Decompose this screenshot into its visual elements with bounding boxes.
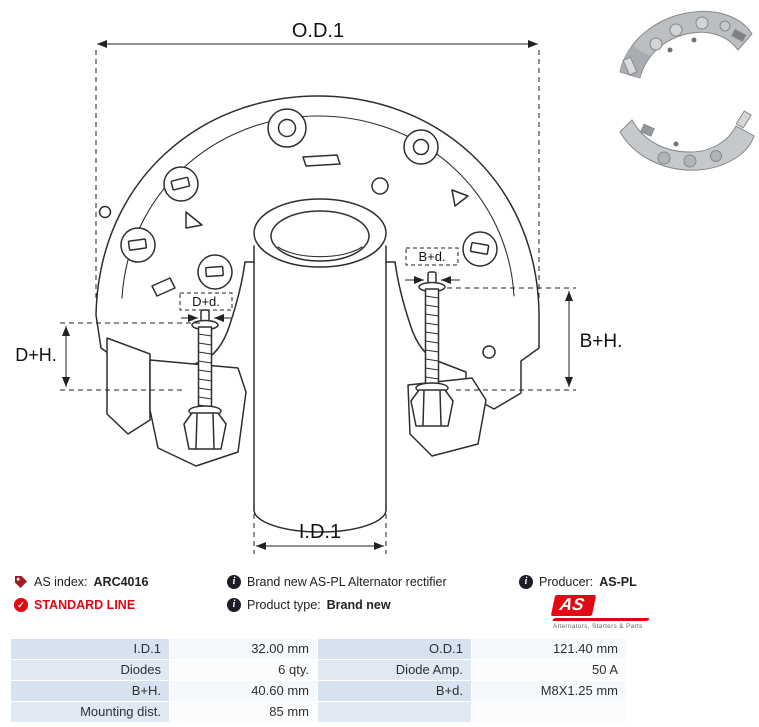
spec-label (318, 701, 471, 722)
aspl-logo: AS Alternators, Starters & Parts (550, 595, 747, 630)
info-column-right: i Producer: AS-PL AS Alternators, Starte… (519, 574, 747, 630)
product-info-bar: AS index: ARC4016 ✓ STANDARD LINE i Bran… (0, 566, 759, 632)
spec-label: Diode Amp. (318, 659, 471, 680)
dimension-labels: O.D.1 I.D.1 D+H. B+H. D+d. B+d. (15, 20, 622, 543)
diagram-area: O.D.1 I.D.1 D+H. B+H. D+d. B+d. (15, 10, 755, 554)
as-index-label: AS index: (34, 575, 88, 589)
product-photo-top (619, 10, 753, 79)
spec-label: B+d. (318, 680, 471, 701)
producer-label: Producer: (539, 575, 594, 589)
description-row: i Brand new AS-PL Alternator rectifier (227, 574, 519, 590)
bplus-d-label: B+d. (418, 249, 445, 264)
spec-label: Mounting dist. (11, 701, 169, 722)
mounting-bosses (267, 108, 439, 165)
table-row: Mounting dist. 85 mm (11, 701, 626, 722)
spec-label: Diodes (11, 659, 169, 680)
product-type-row: i Product type: Brand new (227, 597, 519, 613)
table-row: I.D.1 32.00 mm O.D.1 121.40 mm (11, 638, 626, 659)
spec-value: 121.40 mm (472, 638, 626, 659)
dplus-h-label: D+H. (15, 345, 57, 365)
spec-value: 6 qty. (170, 659, 317, 680)
left-plate (106, 337, 151, 435)
spec-label: O.D.1 (318, 638, 471, 659)
spec-label: B+H. (11, 680, 169, 701)
info-icon: i (227, 575, 241, 589)
table-row: Diodes 6 qty. Diode Amp. 50 A (11, 659, 626, 680)
spec-label: I.D.1 (11, 638, 169, 659)
central-collar (253, 198, 387, 533)
product-type-value: Brand new (326, 598, 391, 612)
info-column-middle: i Brand new AS-PL Alternator rectifier i… (227, 574, 519, 613)
as-index-value: ARC4016 (93, 575, 149, 589)
spec-table: I.D.1 32.00 mm O.D.1 121.40 mm Diodes 6 … (10, 638, 627, 723)
left-stud (183, 309, 227, 450)
tag-icon (15, 576, 27, 588)
producer-row: i Producer: AS-PL (519, 574, 747, 590)
rectifier-drawing (95, 95, 540, 533)
product-photo-bottom (619, 110, 755, 171)
as-index-row: AS index: ARC4016 (14, 574, 227, 590)
aspl-logo-mark: AS (550, 595, 596, 616)
dimension-annotations (60, 40, 576, 554)
spec-value: 40.60 mm (170, 680, 317, 701)
info-icon: i (227, 598, 241, 612)
aspl-logo-swoosh (552, 618, 650, 621)
spec-value: 32.00 mm (170, 638, 317, 659)
standard-line-label: STANDARD LINE (34, 598, 136, 612)
standard-line-row: ✓ STANDARD LINE (14, 597, 227, 613)
table-row: B+H. 40.60 mm B+d. M8X1.25 mm (11, 680, 626, 701)
check-icon: ✓ (14, 598, 28, 612)
spec-value: M8X1.25 mm (472, 680, 626, 701)
producer-value: AS-PL (599, 575, 637, 589)
spec-value: 85 mm (170, 701, 317, 722)
right-stud (410, 271, 454, 427)
small-details (98, 154, 496, 359)
bplus-h-label: B+H. (580, 331, 623, 352)
spec-value (472, 701, 626, 722)
technical-diagram: O.D.1 I.D.1 D+H. B+H. D+d. B+d. (15, 10, 755, 554)
product-type-label: Product type: (247, 598, 321, 612)
od1-label: O.D.1 (292, 20, 344, 42)
dplus-d-label: D+d. (192, 294, 220, 309)
info-column-left: AS index: ARC4016 ✓ STANDARD LINE (14, 574, 227, 613)
diode-circles (120, 166, 498, 290)
info-icon: i (519, 575, 533, 589)
aspl-logo-subtext: Alternators, Starters & Parts (553, 622, 643, 630)
id1-label: I.D.1 (299, 521, 341, 543)
product-description: Brand new AS-PL Alternator rectifier (247, 575, 447, 589)
spec-value: 50 A (472, 659, 626, 680)
